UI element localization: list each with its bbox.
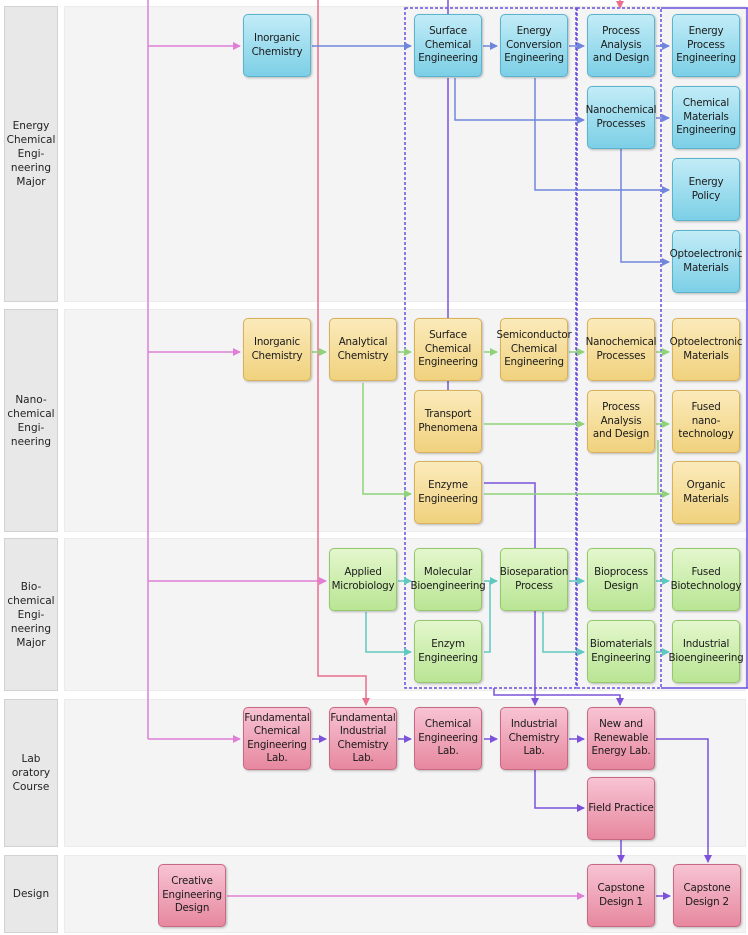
course-box-nano-surface-chemical-engineering: Surface Chemical Engineering (414, 318, 482, 381)
course-box-bio-bioprocess-design: Bioprocess Design (587, 548, 655, 611)
course-box-energy-process-engineering: Energy Process Engineering (672, 14, 740, 77)
band-label-nano: Nano- chemical Engi- neering (4, 309, 58, 532)
course-box-nano-semiconductor: Semiconductor Chemical Engineering (497, 318, 572, 381)
band-label-energy: Energy Chemical Engi- neering Major (4, 6, 58, 302)
course-box-lab-fundamental-chemical: Fundamental Chemical Engineering Lab. (243, 707, 311, 770)
course-box-energy-optoelectronic: Optoelectronic Materials (670, 230, 743, 293)
course-box-energy-conversion-engineering: Energy Conversion Engineering (500, 14, 568, 77)
band-label-bio: Bio- chemical Engi- neering Major (4, 538, 58, 691)
course-box-nano-optoelectronic: Optoelectronic Materials (670, 318, 743, 381)
band-label-lab: Lab oratory Course (4, 699, 58, 847)
course-box-bio-biomaterials: Biomaterials Engineering (587, 620, 655, 683)
course-box-lab-fundamental-industrial: Fundamental Industrial Chemistry Lab. (329, 707, 397, 770)
course-box-nano-fused-nanotechnology: Fused nano- technology (672, 390, 740, 453)
course-box-energy-surface-chemical-engineering: Surface Chemical Engineering (414, 14, 482, 77)
course-box-bio-industrial-bioengineering: Industrial Bioengineering (668, 620, 744, 683)
course-box-nano-analytical-chemistry: Analytical Chemistry (329, 318, 397, 381)
band-label-design: Design (4, 855, 58, 933)
course-box-bio-bioseparation: Bioseparation Process (500, 548, 568, 611)
course-box-bio-applied-microbiology: Applied Microbiology (329, 548, 397, 611)
course-box-nano-enzyme-engineering: Enzyme Engineering (414, 461, 482, 524)
course-box-lab-chemical-engineering: Chemical Engineering Lab. (414, 707, 482, 770)
course-box-nano-inorganic-chemistry: Inorganic Chemistry (243, 318, 311, 381)
course-box-nano-nanochemical-processes: Nanochemical Processes (586, 318, 657, 381)
course-box-energy-inorganic-chemistry: Inorganic Chemistry (243, 14, 311, 77)
course-box-energy-chemical-materials: Chemical Materials Engineering (672, 86, 740, 149)
course-box-energy-process-analysis: Process Analysis and Design (587, 14, 655, 77)
course-box-nano-organic-materials: Organic Materials (672, 461, 740, 524)
course-box-nano-transport-phenomena: Transport Phenomena (414, 390, 482, 453)
course-box-energy-nanochemical-processes: Nanochemical Processes (586, 86, 657, 149)
course-box-bio-enzym-engineering: Enzym Engineering (414, 620, 482, 683)
course-box-energy-policy: Energy Policy (672, 158, 740, 221)
course-box-design-capstone-1: Capstone Design 1 (587, 864, 655, 927)
course-box-bio-molecular-bioengineering: Molecular Bioengineering (410, 548, 486, 611)
course-box-design-creative-engineering: Creative Engineering Design (158, 864, 226, 927)
outer-elective-border (661, 7, 748, 689)
course-box-design-capstone-2: Capstone Design 2 (673, 864, 741, 927)
course-box-bio-fused-biotechnology: Fused Biotechnology (671, 548, 742, 611)
course-box-lab-renewable-energy: New and Renewable Energy Lab. (587, 707, 655, 770)
course-box-lab-industrial-chemistry: Industrial Chemistry Lab. (500, 707, 568, 770)
course-box-lab-field-practice: Field Practice (587, 777, 655, 840)
course-box-nano-process-analysis: Process Analysis and Design (587, 390, 655, 453)
